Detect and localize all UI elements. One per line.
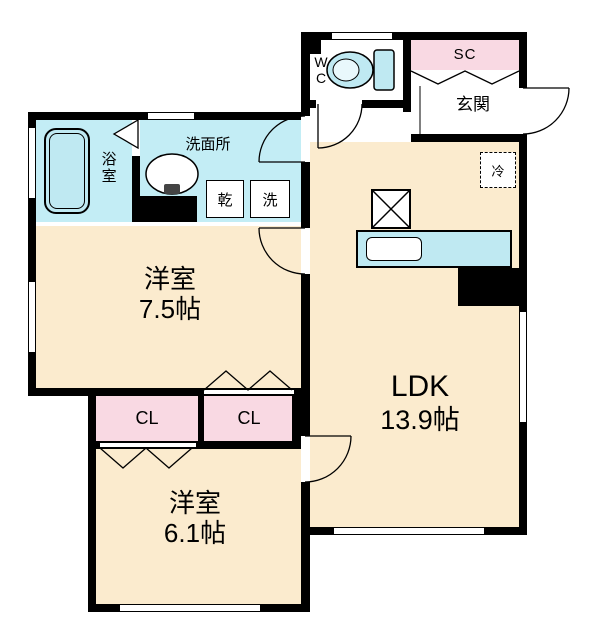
opening-wc-door bbox=[316, 100, 362, 108]
wall-left-lower bbox=[88, 396, 96, 612]
ldk-name: LDK bbox=[390, 370, 450, 404]
window-washroom bbox=[148, 112, 194, 120]
opening-western2-door bbox=[301, 436, 310, 482]
western1-name: 洋室 bbox=[143, 264, 196, 295]
washroom-label: 洗面所 bbox=[185, 136, 231, 154]
wall-wc-right bbox=[403, 40, 411, 112]
western1-label: 洋室 7.5帖 bbox=[100, 256, 240, 334]
window-western1 bbox=[28, 282, 36, 352]
wall-closet-bottom bbox=[88, 441, 310, 449]
shoe-closet-label: SC bbox=[453, 46, 477, 64]
room-hallway bbox=[310, 108, 403, 142]
bathroom-label: 浴室 bbox=[99, 151, 117, 185]
western1-size: 7.5帖 bbox=[138, 294, 202, 324]
pillar-kitchen bbox=[458, 268, 527, 306]
ldk-size: 13.9帖 bbox=[380, 404, 460, 435]
refrigerator-label: 冷 bbox=[491, 163, 505, 179]
wall-bath-divider bbox=[132, 120, 140, 222]
room-ldk bbox=[310, 142, 519, 527]
window-ldk-bottom bbox=[334, 527, 484, 535]
wall-closet-divider bbox=[198, 396, 204, 441]
western2-size: 6.1帖 bbox=[163, 518, 227, 548]
washer-label: 洗 bbox=[262, 191, 278, 209]
closet2-label: CL bbox=[237, 408, 261, 429]
kitchen-sink-icon bbox=[366, 237, 422, 261]
wall-right-upper bbox=[519, 40, 527, 88]
pillar-closet2-right bbox=[292, 388, 310, 449]
bathtub-icon bbox=[44, 128, 90, 214]
room-western-1 bbox=[36, 226, 301, 388]
window-wc bbox=[332, 32, 392, 40]
wall-entrance-top bbox=[403, 32, 527, 40]
ldk-label: LDK 13.9帖 bbox=[335, 362, 505, 444]
door-entrance bbox=[522, 87, 570, 135]
washer-box: 洗 bbox=[250, 180, 290, 218]
window-ldk-right bbox=[519, 312, 527, 422]
room-closet-1 bbox=[96, 396, 198, 441]
room-closet-2 bbox=[204, 396, 294, 441]
dryer-box: 乾 bbox=[206, 180, 244, 218]
western2-name: 洋室 bbox=[168, 488, 221, 519]
opening-closet-1 bbox=[100, 442, 196, 448]
pillar-wc-corner bbox=[301, 32, 321, 54]
refrigerator-space: 冷 bbox=[480, 152, 516, 188]
wall-western1-bottom bbox=[28, 388, 310, 396]
wc-label: W C bbox=[314, 53, 328, 86]
opening-western1-door bbox=[301, 228, 310, 274]
pillar-washroom bbox=[140, 196, 197, 222]
wall-center-vertical bbox=[301, 32, 310, 612]
window-bathroom bbox=[28, 128, 36, 198]
opening-closet-2 bbox=[204, 389, 294, 395]
room-shoe-closet bbox=[411, 40, 519, 70]
opening-bath-door bbox=[132, 120, 140, 156]
western2-label: 洋室 6.1帖 bbox=[120, 480, 270, 558]
wall-left-upper bbox=[28, 120, 36, 396]
window-western2 bbox=[120, 604, 260, 612]
wall-entrance-bottom bbox=[411, 134, 527, 142]
entrance-label: 玄関 bbox=[456, 95, 490, 115]
room-western-2 bbox=[96, 449, 301, 604]
dryer-label: 乾 bbox=[217, 191, 233, 209]
closet1-label: CL bbox=[135, 408, 159, 429]
opening-washroom-door bbox=[301, 116, 310, 162]
kitchen-counter bbox=[356, 230, 512, 268]
